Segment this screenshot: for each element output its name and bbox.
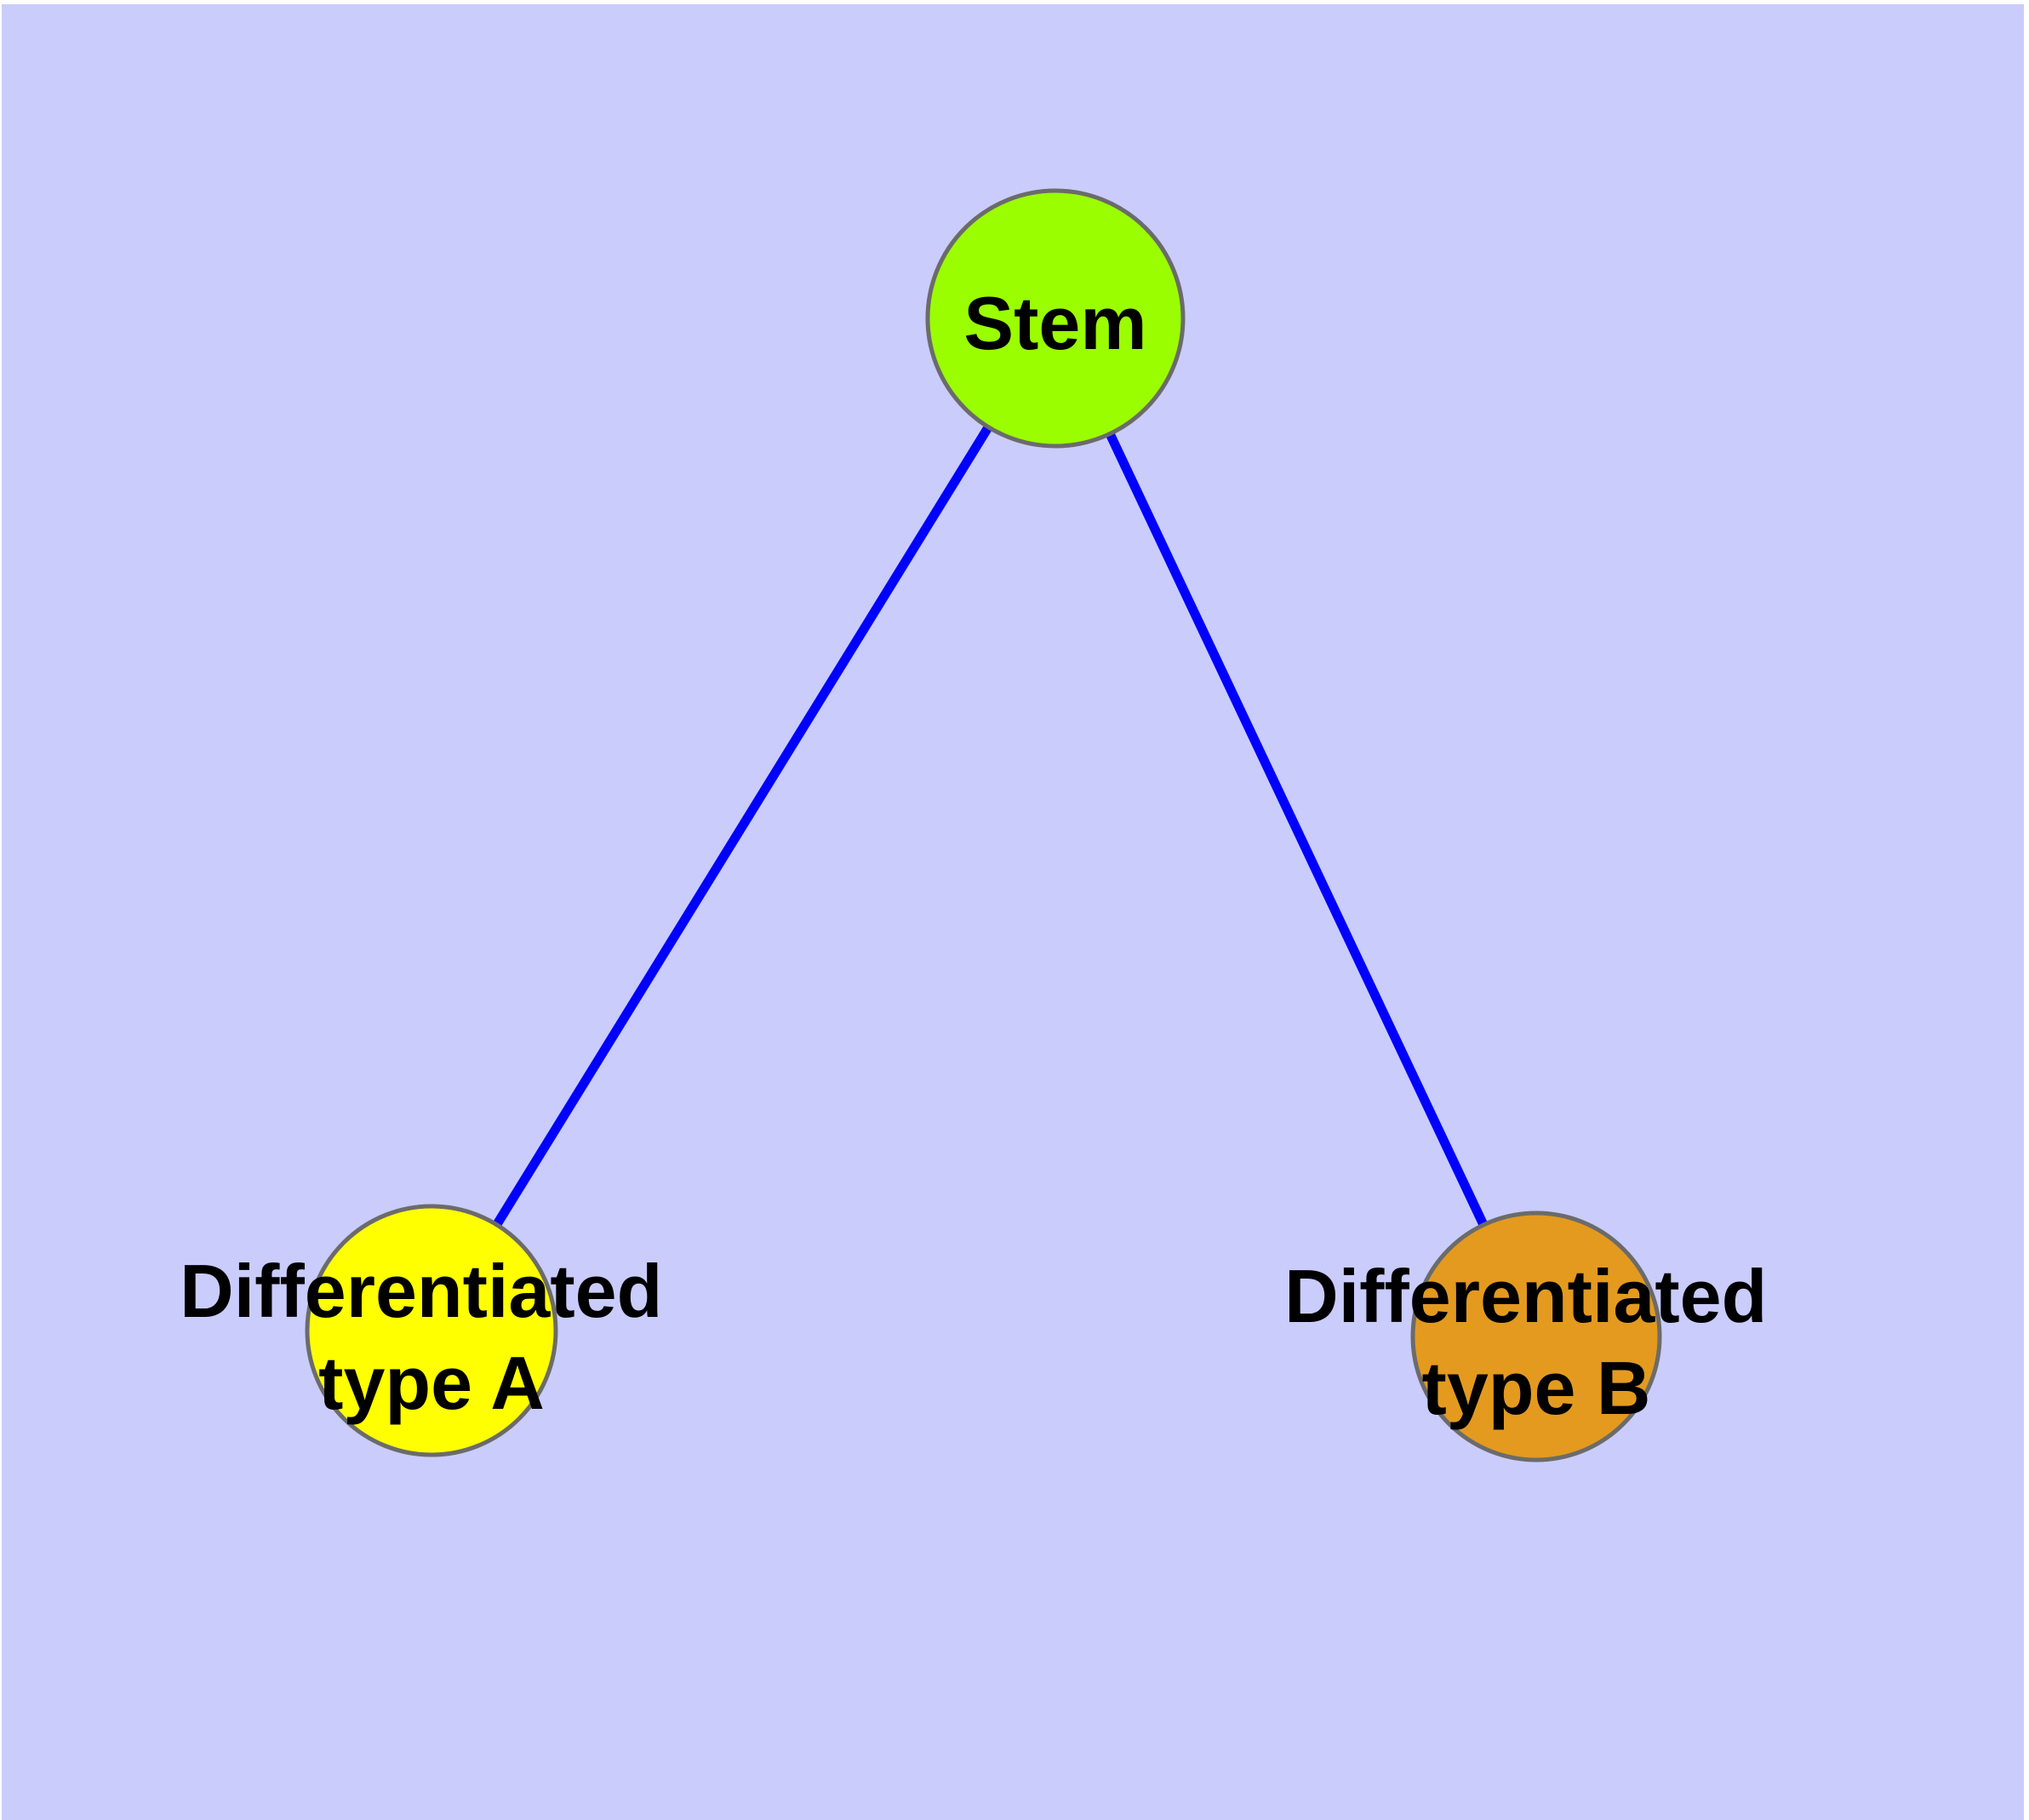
edge-stem-to-type-a bbox=[427, 316, 1060, 1333]
node-type-a-label: Differentiated type A bbox=[180, 1249, 683, 1425]
node-type-a-label-line1: Differentiated bbox=[180, 1249, 662, 1333]
node-type-b-label-line1: Differentiated bbox=[1284, 1254, 1767, 1338]
node-differentiated-type-b bbox=[1410, 1210, 1662, 1462]
node-stem bbox=[925, 188, 1186, 449]
node-type-b-label-line2: type B bbox=[1422, 1346, 1651, 1430]
node-stem-label: Stem bbox=[963, 281, 1146, 365]
node-type-b-label: Differentiated type B bbox=[1284, 1254, 1788, 1430]
node-type-a-label-line2: type A bbox=[318, 1341, 545, 1425]
edge-stem-to-type-b bbox=[1051, 316, 1540, 1339]
node-differentiated-type-a bbox=[305, 1204, 558, 1457]
